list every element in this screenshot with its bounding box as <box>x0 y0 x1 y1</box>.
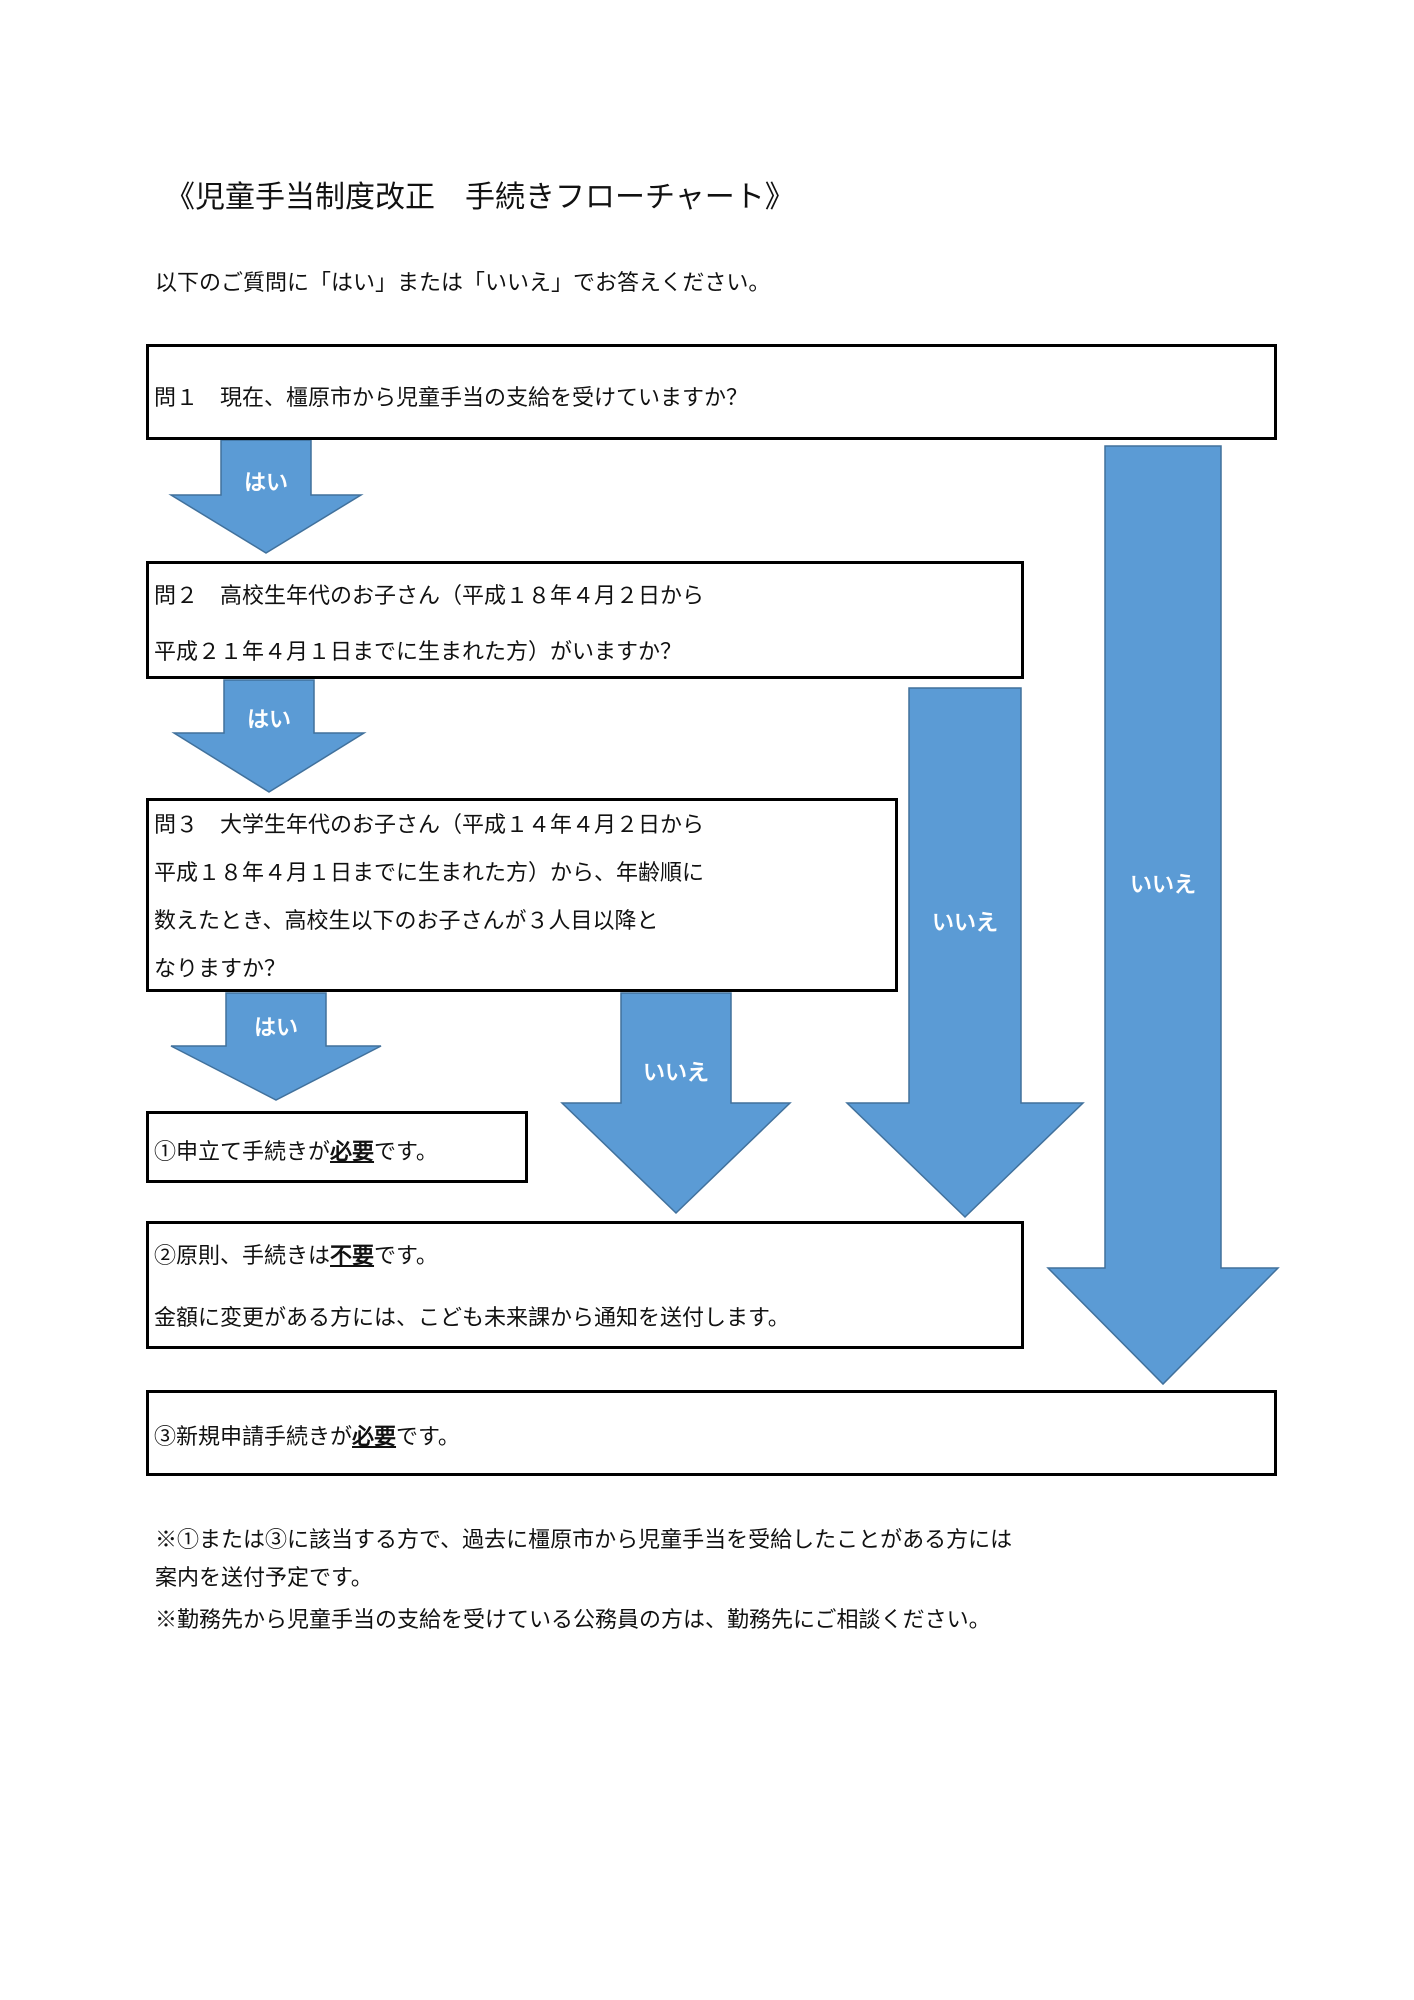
arrow-q2-yes: はい <box>171 679 367 793</box>
result-2-box: ②原則、手続きは不要です。 金額に変更がある方には、こども未来課から通知を送付し… <box>146 1221 1024 1349</box>
question-3-line-2: 平成１８年４月１日までに生まれた方）から、年齢順に <box>154 861 705 886</box>
result-1-text: ①申立て手続きが必要です。 <box>154 1139 438 1165</box>
note-line-2: 案内を送付予定です。 <box>155 1566 373 1591</box>
result-2-line-1: ②原則、手続きは不要です。 <box>154 1243 438 1269</box>
arrow-q1-no: いいえ <box>1046 445 1280 1386</box>
question-3-line-1: 問３ 大学生年代のお子さん（平成１４年４月２日から <box>154 813 705 838</box>
arrow-q2-no: いいえ <box>845 687 1085 1219</box>
arrow-label-q2-yes: はい <box>247 708 291 733</box>
question-1-box: 問１ 現在、橿原市から児童手当の支給を受けていますか？ <box>146 344 1277 440</box>
result-1-emphasis: 必要 <box>330 1139 375 1165</box>
arrow-q3-yes: はい <box>170 992 382 1101</box>
note-line-1: ※①または③に該当する方で、過去に橿原市から児童手当を受給したことがある方には <box>155 1528 1013 1553</box>
question-3-line-4: なりますか？ <box>154 957 287 982</box>
question-2-line-1: 問２ 高校生年代のお子さん（平成１８年４月２日から <box>154 584 705 609</box>
intro-text: 以下のご質問に「はい」または「いいえ」でお答えください。 <box>155 271 771 296</box>
arrow-label-q1-yes: はい <box>244 471 288 496</box>
arrow-label-q3-yes: はい <box>254 1016 298 1041</box>
result-2-line-2: 金額に変更がある方には、こども未来課から通知を送付します。 <box>154 1306 790 1331</box>
question-2-box: 問２ 高校生年代のお子さん（平成１８年４月２日から 平成２１年４月１日までに生ま… <box>146 561 1024 679</box>
arrow-q3-no: いいえ <box>560 992 792 1215</box>
arrow-label-q1-no: いいえ <box>1130 873 1196 898</box>
question-2-line-2: 平成２１年４月１日までに生まれた方）がいますか？ <box>154 640 683 665</box>
result-1-box: ①申立て手続きが必要です。 <box>146 1111 528 1183</box>
question-3-box: 問３ 大学生年代のお子さん（平成１４年４月２日から 平成１８年４月１日までに生ま… <box>146 798 898 992</box>
arrow-q1-yes: はい <box>168 439 364 554</box>
page-title: 《児童手当制度改正 手続きフローチャート》 <box>165 180 795 215</box>
question-3-line-3: 数えたとき、高校生以下のお子さんが３人目以降と <box>154 909 659 934</box>
note-line-3: ※勤務先から児童手当の支給を受けている公務員の方は、勤務先にご相談ください。 <box>155 1608 991 1633</box>
arrow-label-q3-no: いいえ <box>643 1061 709 1086</box>
result-2-emphasis: 不要 <box>330 1243 375 1269</box>
question-1-text: 問１ 現在、橿原市から児童手当の支給を受けていますか？ <box>154 386 749 411</box>
result-3-box: ③新規申請手続きが必要です。 <box>146 1390 1277 1476</box>
result-3-emphasis: 必要 <box>352 1424 397 1450</box>
result-3-text: ③新規申請手続きが必要です。 <box>154 1424 460 1450</box>
arrow-label-q2-no: いいえ <box>932 911 998 936</box>
